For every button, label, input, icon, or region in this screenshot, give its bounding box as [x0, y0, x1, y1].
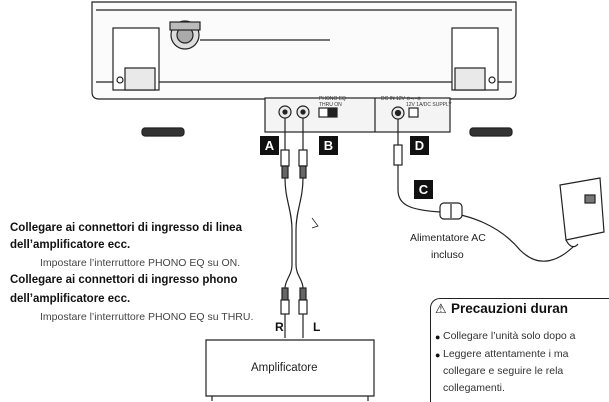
callout-d: D: [410, 136, 429, 155]
panel-label-switch-positions: THRU ON: [319, 102, 342, 108]
caution-item-continued: collegamenti.: [443, 382, 505, 394]
adapter-caption-line2: incluso: [431, 249, 464, 261]
caution-item-continued: collegare e seguire le rela: [443, 365, 564, 377]
callout-b: B: [319, 136, 338, 155]
panel-label-dc-in: DC IN 12V ⊖-◐-⊕: [381, 96, 422, 102]
turntable: [91, 1, 517, 137]
instruction-phono-note: Impostare l’interruttore PHONO EQ su THR…: [40, 311, 254, 323]
rear-panel: [264, 97, 451, 133]
adapter-caption-line1: Alimentatore AC: [410, 232, 486, 244]
dc-cable: [393, 119, 576, 262]
instruction-phono-title-a: Collegare ai connettori di ingresso phon…: [10, 274, 238, 286]
caution-item: Leggere attentamente i ma: [443, 348, 569, 360]
instruction-line-note: Impostare l’interruttore PHONO EQ su ON.: [40, 257, 241, 269]
panel-label-dc-supply: 12V 1A/DC SUPPLY: [406, 102, 452, 108]
callout-c: C: [414, 180, 433, 199]
ac-adapter: [559, 177, 605, 248]
caution-title: Precauzioni duran: [451, 301, 569, 316]
instruction-line-title-a: Collegare ai connettori di ingresso di l…: [10, 222, 242, 234]
panel-label-phono-eq: PHONO EQ: [319, 96, 346, 102]
bullet-icon: ●: [435, 350, 441, 360]
amplifier: [205, 339, 375, 401]
caution-box: ⚠ Precauzioni duran ● Collegare l’unità …: [430, 298, 609, 402]
rca-cable: [280, 118, 319, 338]
instruction-line-title-b: dell’amplificatore ecc.: [10, 239, 131, 251]
instruction-phono-title-b: dell’amplificatore ecc.: [10, 293, 131, 305]
channel-label-right: R: [275, 320, 284, 334]
callout-a: A: [260, 136, 279, 155]
channel-label-left: L: [313, 320, 321, 334]
warning-triangle-icon: ⚠: [435, 301, 447, 316]
bullet-icon: ●: [435, 332, 441, 342]
amplifier-label: Amplificatore: [251, 362, 318, 374]
caution-item: Collegare l’unità solo dopo a: [443, 330, 576, 342]
